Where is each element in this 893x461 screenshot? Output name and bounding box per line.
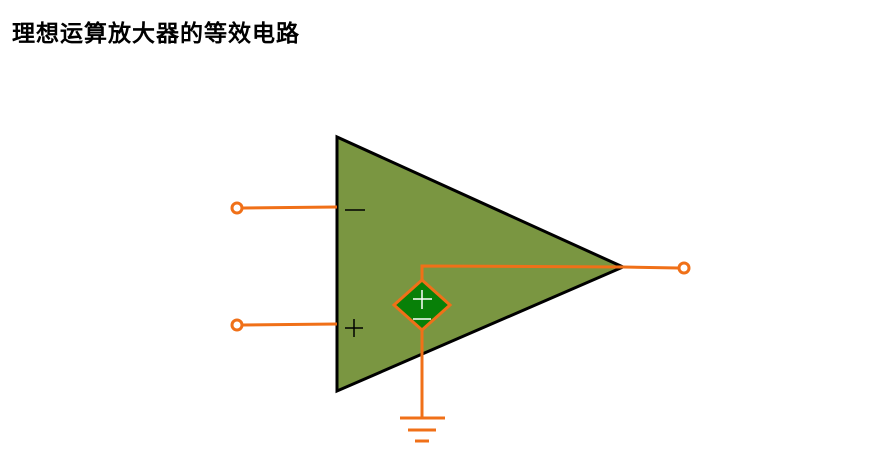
opamp-triangle-body xyxy=(335,134,627,394)
output-terminal-icon[interactable] xyxy=(677,261,691,275)
noninverting-input-terminal-icon[interactable] xyxy=(230,318,244,332)
source-to-output-wire xyxy=(420,264,624,282)
inverting-input-terminal-icon[interactable] xyxy=(230,201,244,215)
output-wire xyxy=(622,265,679,270)
controlled-source-plus-sign xyxy=(413,290,432,309)
inverting-input-wire xyxy=(242,205,338,210)
noninverting-input-plus-sign xyxy=(345,319,363,337)
controlled-voltage-source-icon xyxy=(391,277,453,333)
page-title: 理想运算放大器的等效电路 xyxy=(12,21,300,47)
noninverting-input-wire xyxy=(242,322,338,327)
ground-symbol-icon xyxy=(400,416,445,443)
